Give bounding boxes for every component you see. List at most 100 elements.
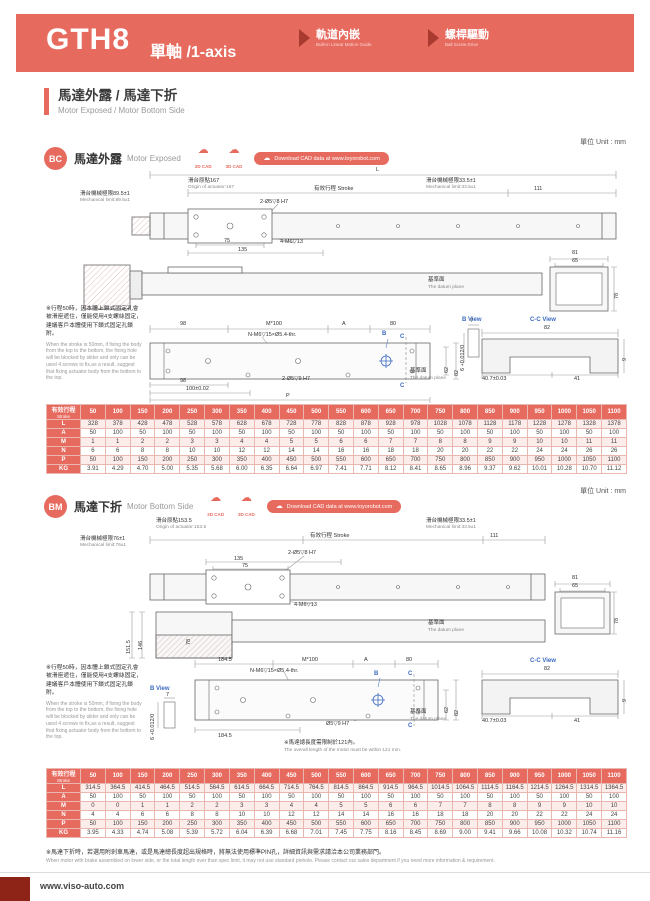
table-cell: 50 xyxy=(526,428,553,438)
dimension-label: 滑台機械極限33.5±1 xyxy=(426,518,476,524)
table-cell: 9.37 xyxy=(477,464,503,474)
table-cell: 350 xyxy=(228,455,255,465)
row-label: KG xyxy=(46,464,81,474)
table-cell: 100 xyxy=(452,428,478,438)
table-cell: 7 xyxy=(427,801,454,811)
table-cell: 1014.5 xyxy=(427,783,454,793)
table-cell: 14 xyxy=(328,810,354,820)
table-cell: 100 xyxy=(402,428,429,438)
stroke-col-header: 150 xyxy=(129,768,156,784)
table-cell: 20 xyxy=(452,446,478,456)
table-cell: 628 xyxy=(228,419,255,429)
stroke-col-header: 800 xyxy=(452,768,478,784)
dimension-label: M*100 xyxy=(266,321,282,327)
row-label: A xyxy=(46,792,81,802)
table-cell: 22 xyxy=(526,810,553,820)
cad-3d-download[interactable]: ☁ 3D CAD xyxy=(226,145,243,172)
stroke-col-header: 250 xyxy=(179,768,206,784)
table-cell: 700 xyxy=(402,819,429,829)
stroke-col-header: 600 xyxy=(352,404,379,420)
table-cell: 10 xyxy=(576,801,603,811)
table-cell: 450 xyxy=(278,819,305,829)
download-cad-button[interactable]: ☁ Download CAD data at www.toyorobot.com xyxy=(254,152,389,165)
brand-square xyxy=(0,877,30,901)
table-cell: 10.70 xyxy=(576,464,603,474)
table-cell: 6 xyxy=(154,810,181,820)
table-cell: 0 xyxy=(104,801,131,811)
table-cell: 150 xyxy=(129,455,156,465)
table-cell: 16 xyxy=(352,446,379,456)
stroke-col-header: 150 xyxy=(129,404,156,420)
dimension-label: 98 xyxy=(180,378,187,384)
stroke-col-header: 1050 xyxy=(576,404,603,420)
dimension-label: 184.5 xyxy=(218,733,232,739)
dimension-label: 4-M6▽13 xyxy=(294,602,317,608)
table-cell: 600 xyxy=(352,455,379,465)
dimension-label: 80 xyxy=(406,657,413,663)
table-cell: 7 xyxy=(402,437,429,447)
unit-label: 單位 Unit : mm xyxy=(580,488,626,495)
dimension-label: ※馬達總長度需限制於121內。 xyxy=(284,740,359,746)
cad-2d-download[interactable]: ☁ 2D CAD xyxy=(195,145,212,172)
page-footer: www.viso-auto.com xyxy=(0,872,650,901)
table-cell: 8 xyxy=(154,446,181,456)
bm-code-badge: BM xyxy=(44,495,67,518)
view-label: C xyxy=(400,383,405,389)
page-header: GTH8 單軸 /1-axis 軌道內嵌 Built-in Linear Mot… xyxy=(16,14,634,72)
dimension-label: 100±0.02 xyxy=(186,386,209,392)
bm-line-art xyxy=(129,536,625,733)
dimension-label: Mechanical limit:33.5±1 xyxy=(426,525,477,530)
table-cell: 50 xyxy=(179,792,206,802)
table-cell: 800 xyxy=(452,819,478,829)
footer-notes: ※馬達下折時，若選用附剎車馬達，或是馬達總長度超出規格時，將無法使用標準PIN孔… xyxy=(46,847,606,864)
stroke-col-header: 300 xyxy=(204,404,230,420)
arrow-icon xyxy=(299,29,310,48)
bc-section-header: BC 馬達外露 Motor Exposed ☁ 2D CAD ☁ 3D CAD … xyxy=(44,145,389,172)
dimension-label: 81 xyxy=(572,575,579,581)
table-cell: 24 xyxy=(576,810,603,820)
table-cell: 50 xyxy=(129,428,156,438)
table-cell: 50 xyxy=(576,792,603,802)
table-cell: 26 xyxy=(601,446,627,456)
table-cell: 9 xyxy=(477,437,503,447)
table-cell: 14 xyxy=(303,446,330,456)
table-cell: 24 xyxy=(526,446,553,456)
table-cell: 1178 xyxy=(501,419,528,429)
table-cell: 964.5 xyxy=(402,783,429,793)
table-cell: 400 xyxy=(253,455,280,465)
cad-3d-download[interactable]: ☁ 3D CAD xyxy=(238,493,255,520)
table-cell: 550 xyxy=(328,455,354,465)
dimension-label: 80 xyxy=(390,321,397,327)
stroke-col-header: 550 xyxy=(328,404,354,420)
table-cell: 8.41 xyxy=(402,464,429,474)
stroke-col-header: 350 xyxy=(228,768,255,784)
table-cell: 5.72 xyxy=(204,828,230,838)
badge-label-en: Built-in Linear Motion Guide xyxy=(316,41,372,47)
dimension-label: 82 xyxy=(544,666,551,672)
bc-stroke-note: ※行程50時，因本體上鎖式固定孔會被滑座遮住，僅能使用4支螺絲固定，建議客戶本體… xyxy=(46,305,143,382)
table-cell: 8.69 xyxy=(427,828,454,838)
cad-2d-download[interactable]: ☁ 2D CAD xyxy=(207,493,224,520)
table-cell: 100 xyxy=(501,428,528,438)
table-cell: 8 xyxy=(204,810,230,820)
table-cell: 1228 xyxy=(526,419,553,429)
cloud-icon: ☁ xyxy=(228,144,240,156)
table-cell: 6.00 xyxy=(228,464,255,474)
table-cell: 1264.5 xyxy=(551,783,578,793)
stroke-col-header: 750 xyxy=(427,768,454,784)
table-cell: 6.04 xyxy=(228,828,255,838)
table-cell: 50 xyxy=(80,428,106,438)
table-cell: 1078 xyxy=(452,419,478,429)
table-cell: 16 xyxy=(328,446,354,456)
table-cell: 100 xyxy=(104,819,131,829)
table-cell: 4 xyxy=(80,810,106,820)
dimension-label: The datum plane xyxy=(428,628,465,633)
table-cell: 50 xyxy=(278,792,305,802)
table-cell: 20 xyxy=(501,810,528,820)
table-cell: 10 xyxy=(228,810,255,820)
table-cell: 4 xyxy=(303,801,330,811)
download-cad-button[interactable]: ☁ Download CAD data at www.toyorobot.com xyxy=(266,500,402,513)
